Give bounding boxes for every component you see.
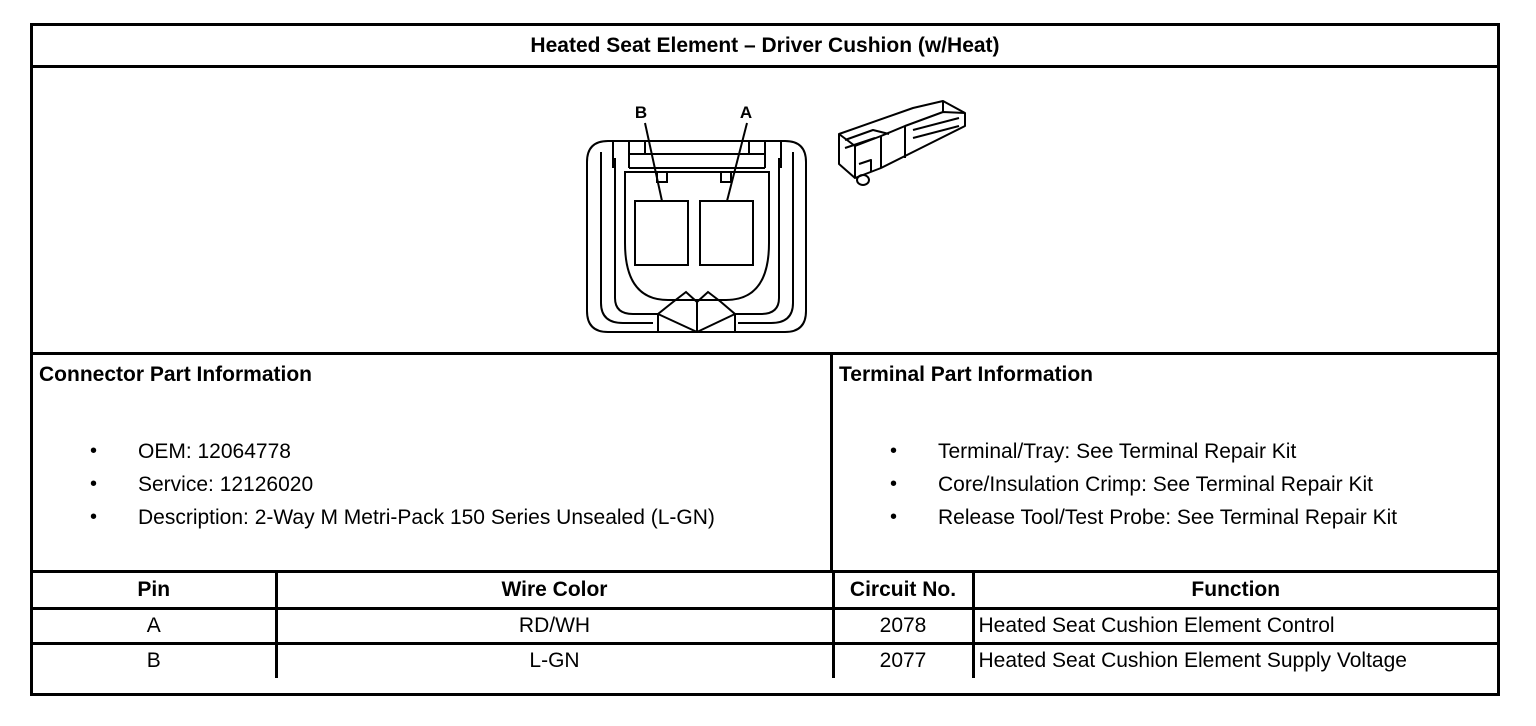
bullet-icon: • bbox=[890, 506, 898, 528]
connector-info-list: • OEM: 12064778 • Service: 12126020 • Descr… bbox=[33, 435, 715, 534]
connector-face-drawing bbox=[586, 140, 807, 333]
connector-diagram: B A bbox=[586, 100, 966, 333]
list-item-text: OEM: 12064778 bbox=[138, 440, 291, 463]
pin-leader-lines bbox=[644, 122, 748, 202]
table-header-row: Pin Wire Color Circuit No. Function bbox=[33, 573, 1497, 610]
list-item: • Service: 12126020 bbox=[33, 468, 715, 501]
list-item: • Core/Insulation Crimp: See Terminal Rep… bbox=[833, 468, 1397, 501]
column-header-wire-color: Wire Color bbox=[274, 573, 835, 610]
cell-pin: B bbox=[33, 641, 278, 678]
connector-part-info: Connector Part Information • OEM: 1206477… bbox=[33, 355, 833, 570]
sheet-title: Heated Seat Element – Driver Cushion (w/… bbox=[33, 26, 1497, 68]
bullet-icon: • bbox=[890, 473, 898, 495]
cell-wire-color: L-GN bbox=[274, 641, 835, 678]
terminal-info-heading: Terminal Part Information bbox=[839, 363, 1093, 386]
list-item: • Description: 2-Way M Metri-Pack 150 Ser… bbox=[33, 501, 715, 534]
column-header-function: Function bbox=[971, 573, 1497, 610]
list-item: • Release Tool/Test Probe: See Terminal R… bbox=[833, 501, 1397, 534]
bullet-icon: • bbox=[90, 473, 98, 495]
list-item: • Terminal/Tray: See Terminal Repair Kit bbox=[833, 435, 1397, 468]
cell-circuit-no: 2078 bbox=[831, 606, 975, 645]
bullet-icon: • bbox=[90, 440, 98, 462]
list-item-text: Release Tool/Test Probe: See Terminal Re… bbox=[938, 506, 1398, 529]
list-item-text: Description: 2-Way M Metri-Pack 150 Seri… bbox=[138, 506, 715, 529]
pin-label-b: B bbox=[635, 103, 647, 122]
cell-function: Heated Seat Cushion Element Control bbox=[971, 606, 1497, 645]
list-item-text: Core/Insulation Crimp: See Terminal Repa… bbox=[938, 473, 1373, 496]
list-item: • OEM: 12064778 bbox=[33, 435, 715, 468]
bullet-icon: • bbox=[90, 506, 98, 528]
terminal-info-list: •Terminal/Tray: See Terminal Repair Kit … bbox=[833, 435, 1397, 534]
part-info-section: Connector Part Information • OEM: 1206477… bbox=[33, 355, 1497, 573]
bullet-icon: • bbox=[890, 440, 898, 462]
list-item-text: Service: 12126020 bbox=[138, 473, 314, 496]
table-row: B L-GN 2077 Heated Seat Cushion Element … bbox=[33, 641, 1497, 678]
cell-function: Heated Seat Cushion Element Supply Volta… bbox=[971, 641, 1497, 678]
column-header-pin: Pin bbox=[33, 573, 278, 610]
connector-isometric-drawing bbox=[838, 100, 966, 186]
table-row: A RD/WH 2078 Heated Seat Cushion Element… bbox=[33, 606, 1497, 645]
list-item-text: Terminal/Tray: See Terminal Repair Kit bbox=[938, 440, 1297, 463]
column-header-circuit-no: Circuit No. bbox=[831, 573, 975, 610]
pin-label-a: A bbox=[740, 103, 752, 122]
connector-diagram-panel: B A bbox=[33, 68, 1497, 355]
terminal-part-info: Terminal Part Information • Terminal/Tray… bbox=[833, 355, 1497, 570]
pinout-sheet: Heated Seat Element – Driver Cushion (w/… bbox=[30, 23, 1500, 696]
connector-info-heading: Connector Part Information bbox=[39, 363, 313, 386]
pinout-table: Pin Wire Color Circuit No. Function A RD… bbox=[33, 573, 1497, 678]
cell-circuit-no: 2077 bbox=[831, 641, 975, 678]
cell-pin: A bbox=[33, 606, 278, 645]
cell-wire-color: RD/WH bbox=[274, 606, 835, 645]
